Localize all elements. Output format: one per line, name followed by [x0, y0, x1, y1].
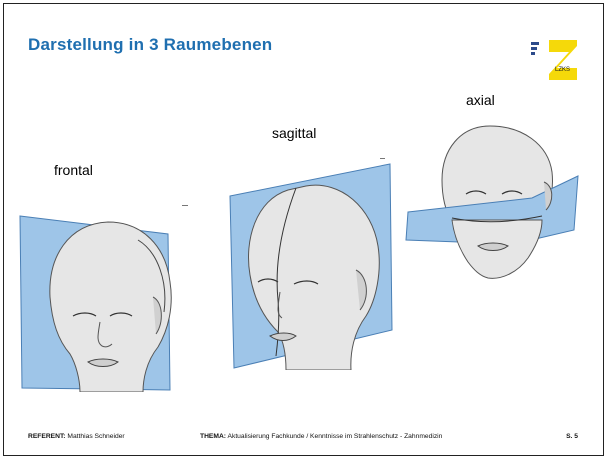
- label-axial: axial: [466, 92, 495, 108]
- page-number: S. 5: [566, 433, 578, 440]
- referent-label: REFERENT:: [28, 433, 66, 440]
- dash-mark: [380, 158, 385, 159]
- lzks-logo: [527, 40, 577, 80]
- referent-name: Matthias Schneider: [67, 433, 124, 440]
- label-sagittal: sagittal: [272, 125, 316, 141]
- sagittal-plane-figure: [226, 160, 394, 370]
- axial-plane-figure: [402, 120, 582, 280]
- slide-footer: REFERENT: Matthias Schneider THEMA: Aktu…: [28, 433, 588, 447]
- frontal-plane-figure: [18, 212, 198, 392]
- footer-referent: REFERENT: Matthias Schneider: [28, 433, 125, 440]
- dash-mark: [182, 205, 188, 206]
- thema-label: THEMA:: [200, 433, 226, 440]
- slide-title: Darstellung in 3 Raumebenen: [28, 35, 272, 55]
- label-frontal: frontal: [54, 162, 93, 178]
- logo-text: LZKS: [555, 67, 570, 73]
- thema-text: Aktualisierung Fachkunde / Kenntnisse im…: [228, 433, 443, 440]
- footer-thema: THEMA: Aktualisierung Fachkunde / Kenntn…: [200, 433, 442, 440]
